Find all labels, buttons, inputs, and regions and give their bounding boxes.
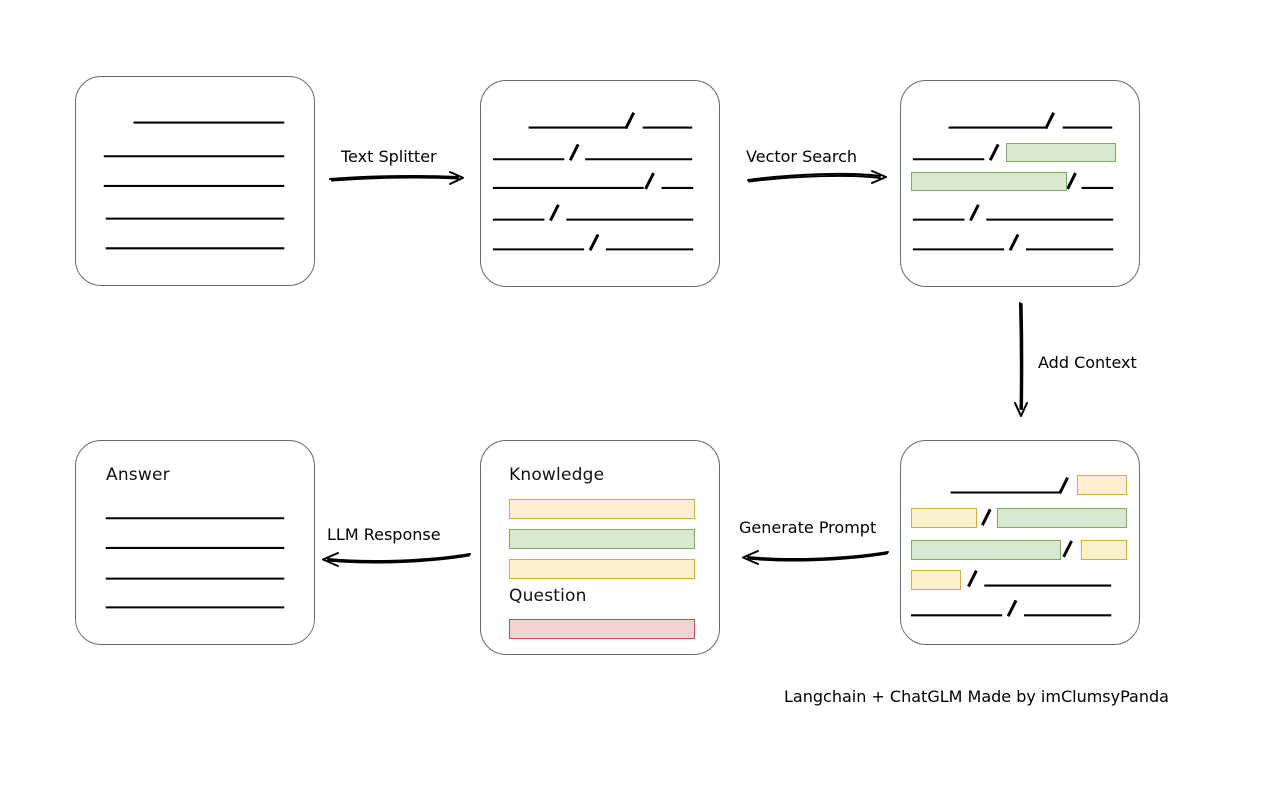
card-split-chunks[interactable] — [480, 80, 720, 287]
arrow-label-vector-search: Vector Search — [746, 147, 858, 166]
context-chip-yellow-1[interactable] — [1077, 475, 1127, 495]
arrow-text-splitter — [329, 171, 464, 185]
credit-text: Langchain + ChatGLM Made by imClumsyPand… — [784, 687, 1169, 706]
arrow-label-llm-response: LLM Response — [327, 525, 441, 544]
card-answer[interactable]: Answer — [75, 440, 315, 645]
split-chunks-lines — [492, 112, 694, 252]
card-generated-prompt[interactable]: Knowledge Question — [480, 440, 720, 655]
context-chip-green-2[interactable] — [911, 540, 1061, 560]
matched-chunk-highlight-2[interactable] — [911, 172, 1067, 191]
arrow-add-context — [1014, 302, 1028, 417]
knowledge-bar-3[interactable] — [509, 559, 695, 579]
context-chip-yellow-3[interactable] — [1081, 540, 1127, 560]
arrow-llm-response — [322, 552, 471, 567]
arrow-label-add-context: Add Context — [1038, 353, 1137, 372]
question-bar-1[interactable] — [509, 619, 695, 639]
context-chip-green-1[interactable] — [997, 508, 1127, 528]
answer-lines — [105, 517, 285, 609]
vector-matched-lines — [912, 112, 1114, 252]
context-chip-yellow-4[interactable] — [911, 570, 961, 590]
knowledge-bar-2[interactable] — [509, 529, 695, 549]
question-heading: Question — [509, 586, 587, 606]
arrow-label-text-splitter: Text Splitter — [341, 147, 437, 166]
arrow-label-generate-prompt: Generate Prompt — [739, 518, 877, 537]
matched-chunk-highlight-1[interactable] — [1006, 143, 1116, 162]
arrow-vector-search — [747, 170, 887, 184]
card-source-document[interactable] — [75, 76, 315, 286]
knowledge-heading: Knowledge — [509, 465, 605, 485]
answer-heading: Answer — [106, 465, 170, 485]
context-chip-yellow-2[interactable] — [911, 508, 977, 528]
card-context-chunks[interactable] — [900, 440, 1140, 645]
knowledge-bar-1[interactable] — [509, 499, 695, 519]
context-chunks-lines — [910, 476, 1112, 617]
arrow-generate-prompt — [742, 550, 889, 565]
card-vector-matched-chunks[interactable] — [900, 80, 1140, 287]
source-document-lines — [103, 121, 285, 250]
